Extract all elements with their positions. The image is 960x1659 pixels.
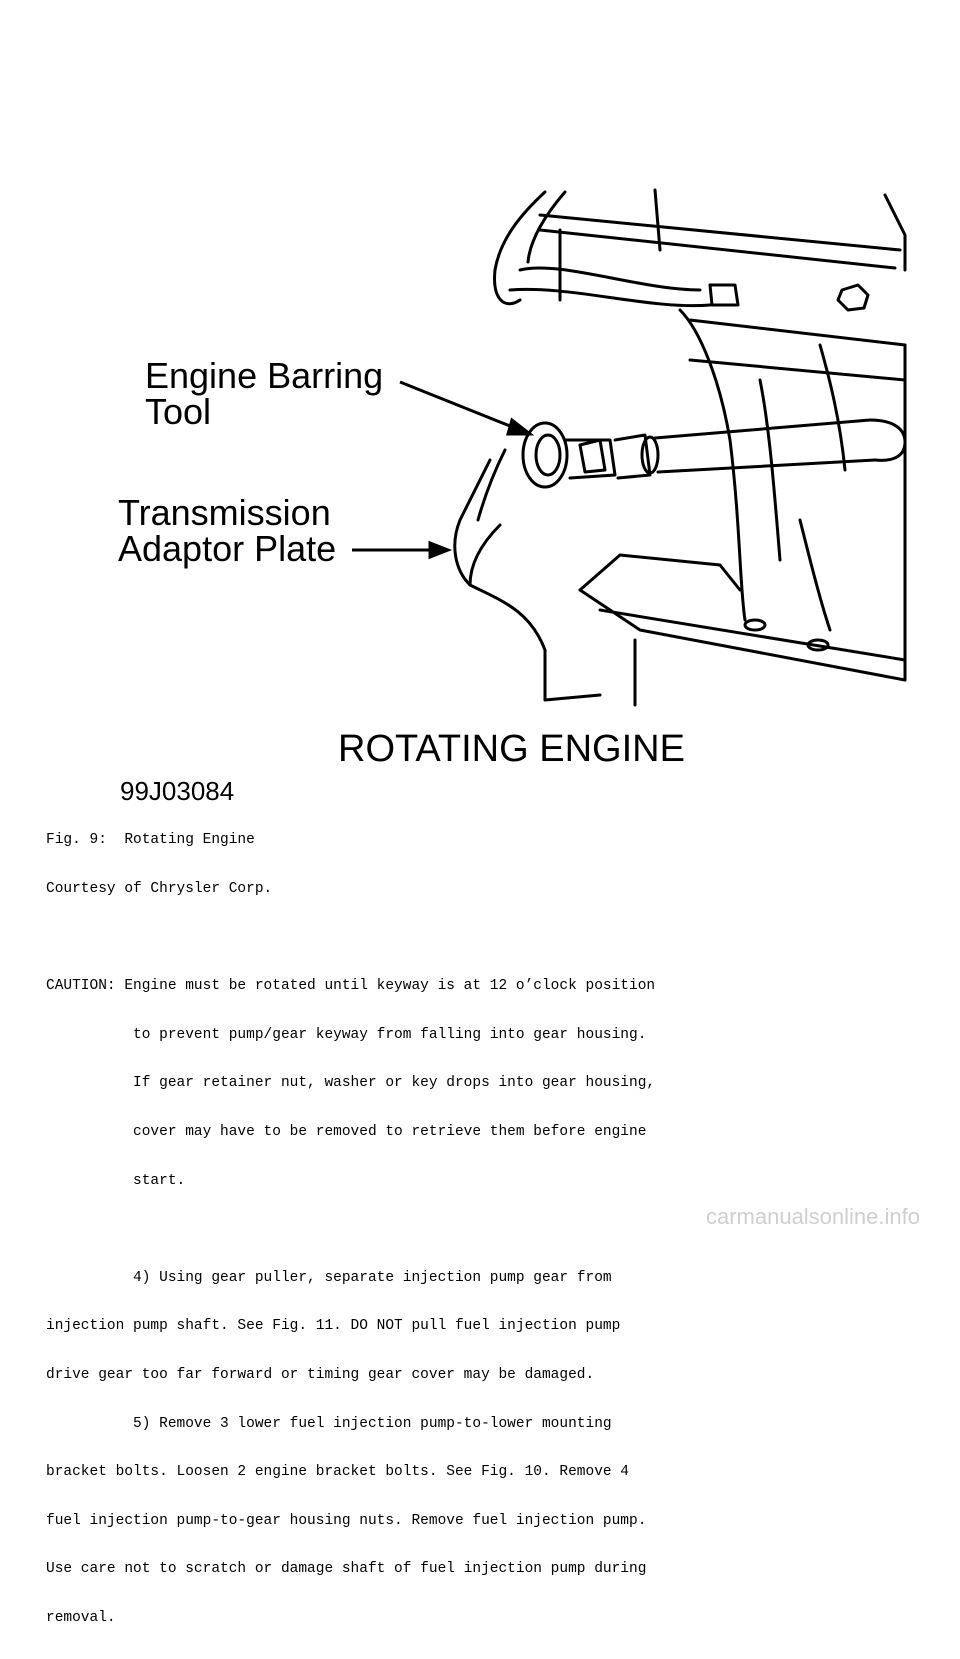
step-4-line: drive gear too far forward or timing gea… — [46, 1366, 595, 1383]
figure-title: ROTATING ENGINE — [338, 728, 685, 770]
caution-line: start. — [46, 1172, 186, 1189]
step-5-line: bracket bolts. Loosen 2 engine bracket b… — [46, 1464, 629, 1481]
figure-id: 99J03084 — [120, 776, 235, 806]
step-5-line: Use care not to scratch or damage shaft … — [46, 1561, 647, 1578]
caution-line: If gear retainer nut, washer or key drop… — [46, 1075, 656, 1092]
step-5-line: 5) Remove 3 lower fuel injection pump-to… — [46, 1415, 612, 1432]
step-4-line: 4) Using gear puller, separate injection… — [46, 1269, 612, 1286]
figure-caption: Fig. 9: Rotating Engine — [46, 832, 255, 849]
caution-line: CAUTION: Engine must be rotated until ke… — [46, 978, 656, 995]
site-watermark: carmanualsonline.info — [705, 1204, 920, 1229]
callout-transmission-adaptor-plate: Transmission Adaptor Plate — [118, 492, 337, 569]
blank-line — [46, 930, 926, 946]
manual-page: Engine Barring Tool Transmission Adaptor… — [46, 188, 926, 1626]
step-5-line: fuel injection pump-to-gear housing nuts… — [46, 1512, 647, 1529]
engine-illustration — [352, 188, 907, 707]
step-5-line: removal. — [46, 1609, 116, 1626]
caution-line: cover may have to be removed to retrieve… — [46, 1123, 647, 1140]
courtesy-line: Courtesy of Chrysler Corp. — [46, 881, 273, 897]
callout-engine-barring-tool: Engine Barring Tool — [145, 355, 384, 432]
caution-line: to prevent pump/gear keyway from falling… — [46, 1026, 647, 1043]
step-4-line: injection pump shaft. See Fig. 11. DO NO… — [46, 1318, 621, 1335]
